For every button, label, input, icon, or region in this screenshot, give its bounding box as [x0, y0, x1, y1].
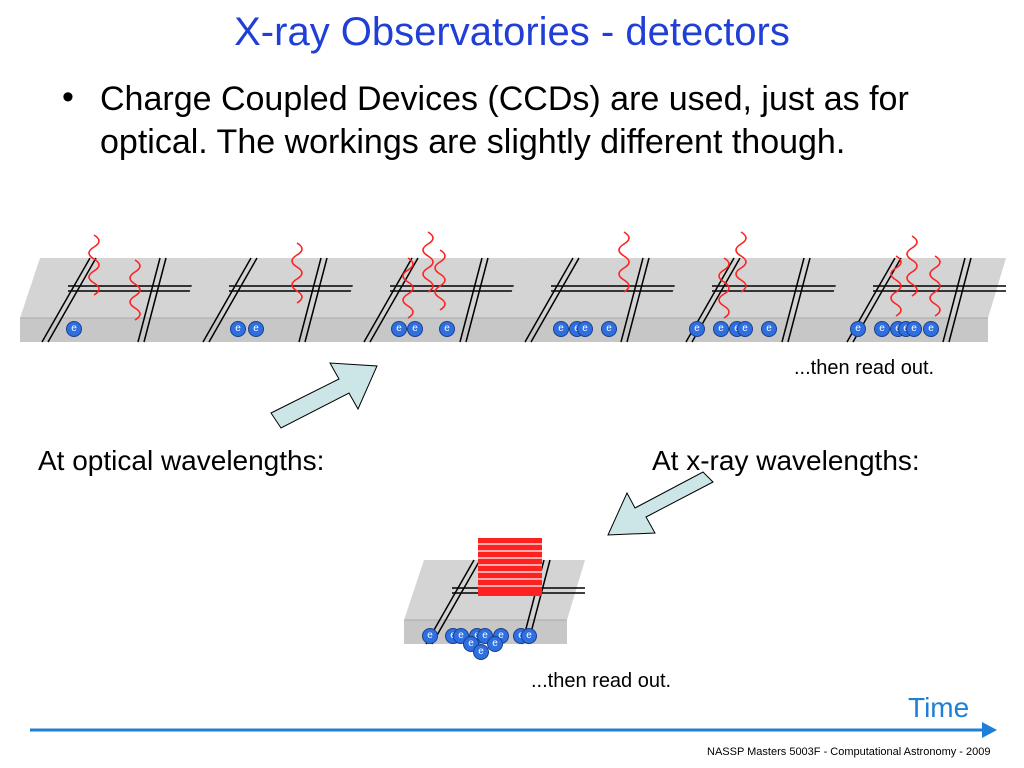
bullet-marker: •: [62, 78, 74, 116]
arrow-optical: [270, 362, 378, 429]
label-optical: At optical wavelengths:: [38, 445, 325, 476]
time-label: Time: [908, 692, 970, 723]
electron-icon: e: [874, 321, 890, 337]
electron-icon: e: [473, 644, 489, 660]
electron-icon: e: [850, 321, 866, 337]
electron-icon: e: [439, 321, 455, 337]
electron-icon: e: [407, 321, 423, 337]
electron-icon: e: [689, 321, 705, 337]
electron-icon: e: [248, 321, 264, 337]
electron-icon: e: [577, 321, 593, 337]
slide-title: X-ray Observatories - detectors: [234, 10, 790, 54]
arrow-xray: [607, 471, 714, 536]
electron-icon: e: [521, 628, 537, 644]
xray-burst: [478, 538, 542, 596]
electron-icon: e: [713, 321, 729, 337]
readout-label-top: ...then read out.: [794, 357, 935, 379]
electron-icon: e: [761, 321, 777, 337]
electron-icon: e: [422, 628, 438, 644]
electron-icon: e: [391, 321, 407, 337]
readout-label-bottom: ...then read out.: [531, 670, 672, 692]
electron-icon: e: [737, 321, 753, 337]
footer-text: NASSP Masters 5003F - Computational Astr…: [707, 746, 991, 758]
electron-icon: e: [553, 321, 569, 337]
electron-icon: e: [906, 321, 922, 337]
electron-icon: e: [601, 321, 617, 337]
electron-icon: e: [66, 321, 82, 337]
bullet-text: Charge Coupled Devices (CCDs) are used, …: [100, 80, 909, 161]
electron-icon: e: [487, 636, 503, 652]
label-xray: At x-ray wavelengths:: [652, 445, 920, 476]
electron-icon: e: [923, 321, 939, 337]
electron-icon: e: [230, 321, 246, 337]
